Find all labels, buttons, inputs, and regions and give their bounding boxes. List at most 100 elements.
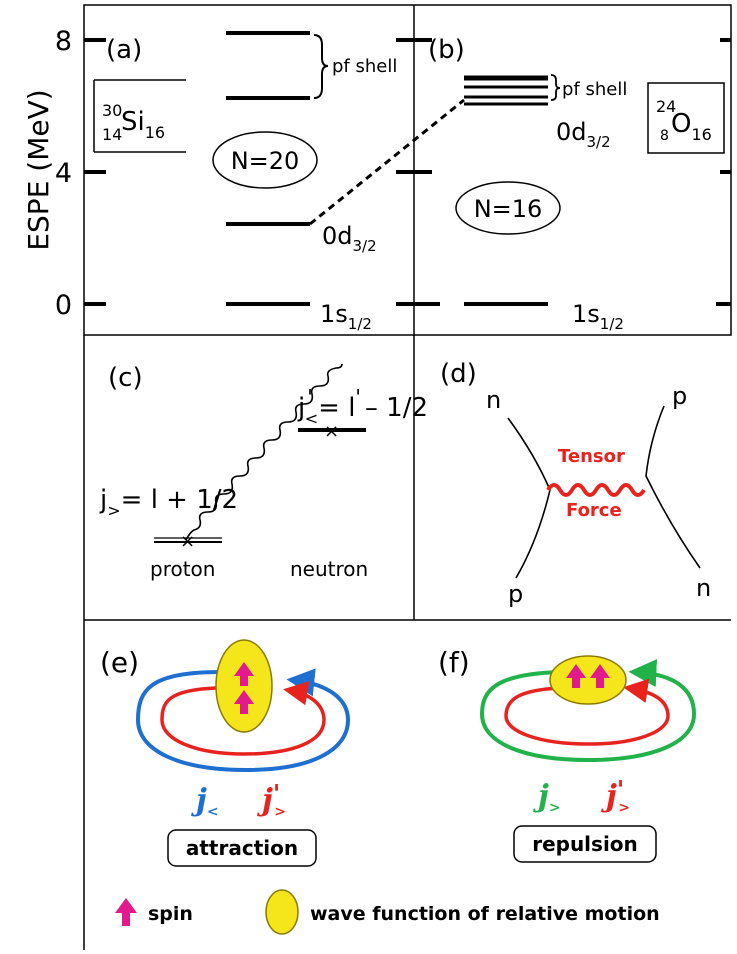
panel-ef: (e) j< j'> attraction (f) j> j'> [83,620,697,950]
pf-brace-a [313,34,329,99]
repulsion-label: repulsion [532,832,638,856]
svg-text:j'>: j'> [257,779,286,820]
legend-spin-icon [115,898,137,926]
d-n-top: n [486,386,501,414]
spin-arrows-f [566,664,610,688]
f-j-sub: > [549,800,561,816]
attraction-label: attraction [186,836,298,860]
f-jp-prime: ' [617,775,624,804]
svg-text:30: 30 [102,101,122,120]
si-symbol: Si [121,107,145,137]
wavy-interaction-c [185,363,343,541]
magic-n16: N=16 [474,195,543,223]
s12-sub-b: 1/2 [600,315,624,333]
svg-text:j>: j> [533,779,561,816]
s12-label-a: 1s [320,300,348,328]
svg-text:O16: O16 [671,109,712,144]
proton-label: proton [150,557,215,581]
spin-arrows-e [234,662,254,714]
svg-text:Si16: Si16 [121,107,165,142]
d32-shift-dashed [309,98,465,226]
panel-a-tag: (a) [106,35,142,65]
d32-label-a: 0d [322,222,353,250]
tick-4: 4 [55,158,72,189]
legend-wave-label: wave function of relative motion [310,903,660,925]
e-jp: j [257,783,273,818]
svg-text:j'>: j'> [601,775,630,816]
wavefunction-f [549,655,627,705]
f-j: j [533,779,549,814]
tensor-force-wave [546,483,646,497]
jprime-j: j [297,393,305,423]
tensor-label: Tensor [558,446,625,467]
orbit-red-e [160,681,326,756]
magic-oval-a [212,131,318,189]
f-jp: j [601,779,617,814]
neutron-label: neutron [290,557,368,581]
proton-cross: × [180,531,195,552]
jprime-rhs-prime: ' [355,385,361,409]
attraction-box [167,829,317,867]
tick-marks [84,38,731,306]
jprime-sub: < [305,409,318,428]
pf-brace-b [550,74,561,101]
j-rhs: = l + 1/2 [121,485,238,515]
legend-spin-label: spin [148,903,193,925]
pf-label-a: pf shell [332,56,397,77]
svg-text:0d3/2: 0d3/2 [556,118,611,151]
si-z: 14 [102,125,122,144]
orbit-red-f [504,678,670,746]
svg-text:1s1/2: 1s1/2 [572,300,624,333]
s12-label-b: 1s [572,300,600,328]
orbit-green-f [479,659,697,763]
o-symbol: O [671,109,691,139]
y-axis-label: ESPE (MeV) [22,89,55,250]
e-j-sub: < [207,804,219,820]
d32-sub-a: 3/2 [353,237,377,255]
panel-e-tag: (e) [100,646,139,679]
legend-wavefunction-icon [265,889,299,935]
orbit-blue-e [135,668,351,773]
neutron-cross: × [324,421,339,442]
nucleus-si30-box: 30 14 Si16 [93,79,186,153]
d-p-bottom: p [508,580,523,608]
svg-text:14: 14 [102,125,122,144]
svg-text:j'<= l'– 1/2: j'<= l'– 1/2 [297,385,428,428]
si-n: 16 [145,123,165,142]
svg-text:0d3/2: 0d3/2 [322,222,377,255]
panel-d-tag: (d) [440,359,477,389]
levels-b [464,75,548,306]
d-n-bottom: n [696,574,711,602]
svg-text:24: 24 [656,97,676,116]
nucleus-o24-box: 24 8 O16 [647,82,725,154]
panel-c-tag: (c) [108,363,143,393]
e-j: j [191,783,207,818]
svg-text:1s1/2: 1s1/2 [320,300,372,333]
panel-b-tag: (b) [428,35,465,65]
panel-f-tag: (f) [438,646,470,679]
svg-text:8: 8 [660,128,669,144]
magic-n20: N=20 [231,147,300,175]
e-jp-prime: ' [273,779,280,808]
nucleon-lines [507,405,701,579]
panel-ab: ESPE (MeV) 8 4 0 (a) 30 14 [22,4,732,336]
panel-cd: (c) j'<= l'– 1/2 × j>= l + 1/2 × proton … [83,335,731,621]
j-j: j [99,485,107,515]
e-jp-sub: > [274,804,286,820]
d32-sub-b: 3/2 [587,133,611,151]
jprime-rhs: = l [318,393,355,423]
repulsion-box [513,825,657,863]
j-sub: > [107,501,120,520]
svg-text:j>= l + 1/2: j>= l + 1/2 [99,485,238,520]
jprime-prime: ' [307,385,313,409]
pf-label-b: pf shell [562,79,627,100]
levels-a [226,31,310,306]
f-jp-sub: > [618,800,630,816]
o-n: 16 [691,125,711,144]
magic-oval-b [455,181,561,235]
svg-text:j<: j< [191,783,219,820]
s12-sub-a: 1/2 [348,315,372,333]
si-mass: 30 [102,101,122,120]
jprime-rhs-tail: – 1/2 [365,393,428,423]
